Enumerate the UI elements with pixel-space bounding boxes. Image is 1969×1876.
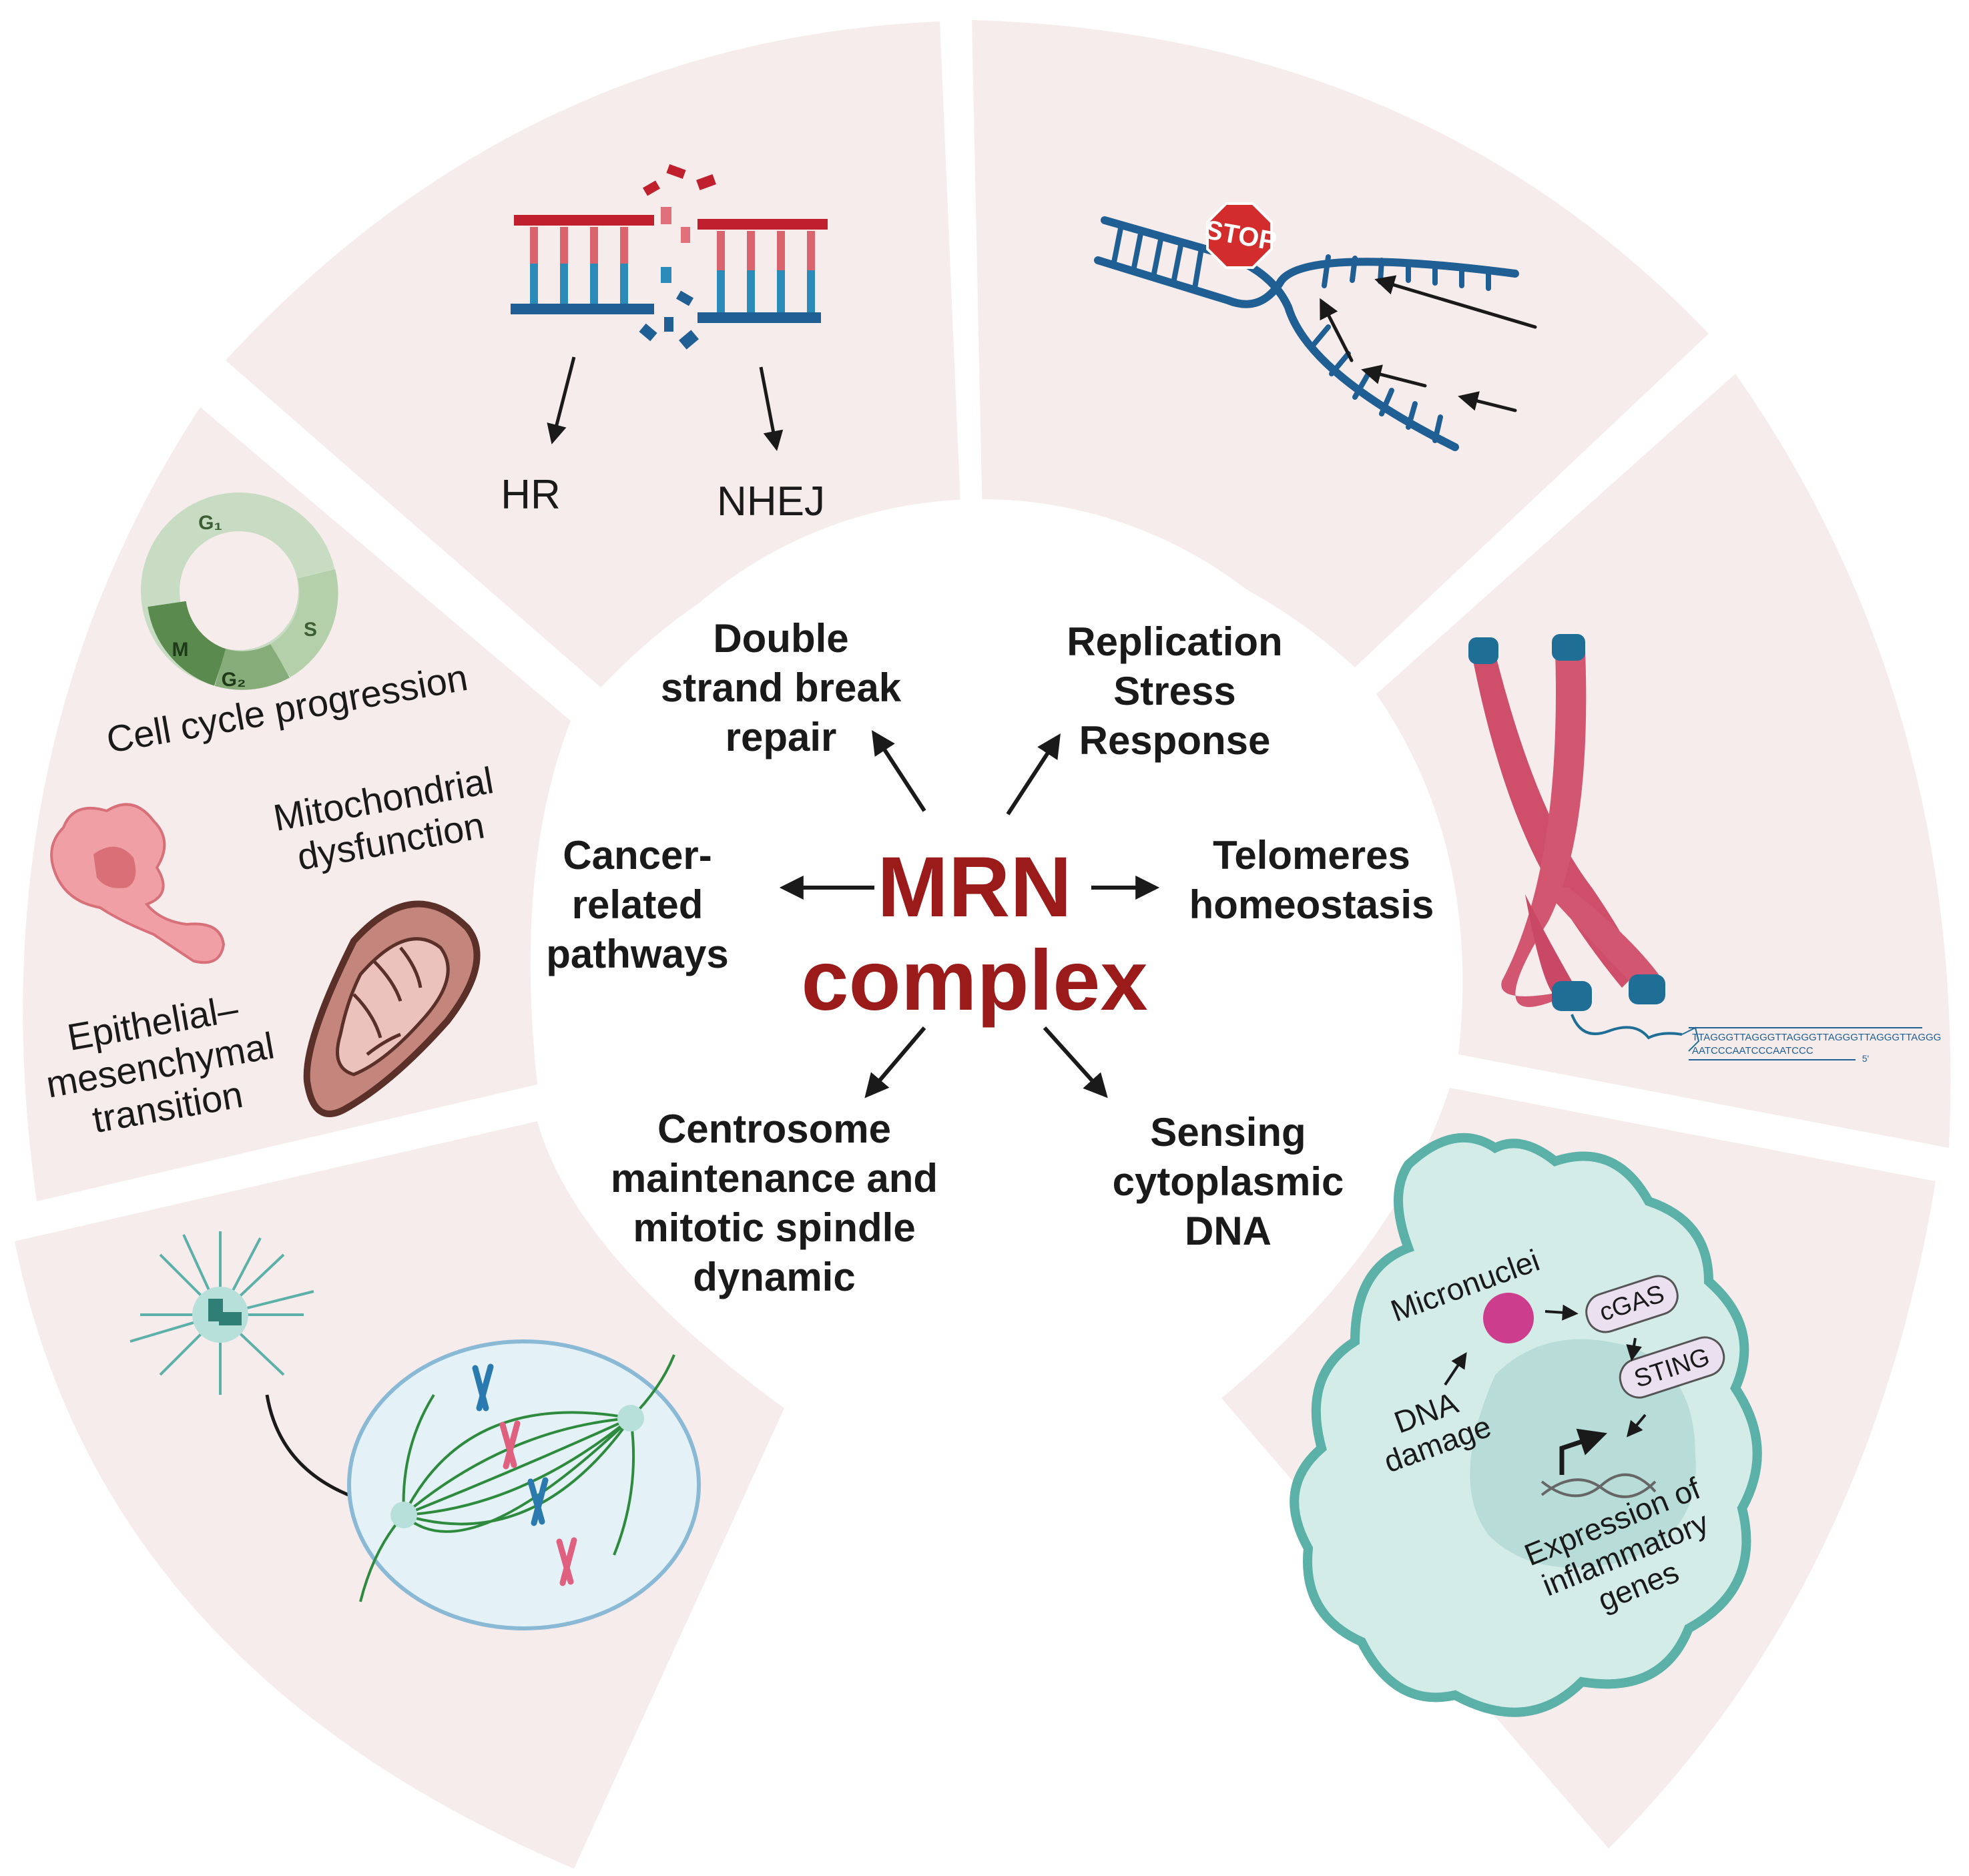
phase-g2: G₂ <box>221 669 246 691</box>
label-cen-line-4: dynamic <box>693 1255 856 1299</box>
hr-label: HR <box>501 472 561 518</box>
emt-cell <box>50 803 226 964</box>
label-tel-line-1: Telomeres <box>1213 833 1410 878</box>
centrosome-illustration <box>129 1231 701 1630</box>
label-dsb-line-3: repair <box>725 715 837 759</box>
label-cytoplasmic-dna: Sensing cytoplasmic DNA <box>1095 1108 1362 1256</box>
label-cen-line-3: mitotic spindle <box>633 1205 916 1250</box>
dsb-illustration <box>511 164 828 451</box>
sector-replication-stress <box>972 20 1709 667</box>
replication-illustration <box>1094 202 1537 451</box>
telomere-seq-top: TTAGGGTTAGGGTTAGGGTTAGGGTTAGGGTTAGGG <box>1692 1032 1942 1043</box>
label-replication-stress: Replication Stress Response <box>1041 617 1308 765</box>
sector-dsb-repair <box>226 21 961 687</box>
label-can-line-1: Cancer- <box>563 833 712 878</box>
arrow-to-replication <box>1006 733 1061 816</box>
label-cyto-line-3: DNA <box>1185 1209 1272 1253</box>
label-telomeres: Telomeres homeostasis <box>1171 831 1452 930</box>
label-can-line-3: pathways <box>546 932 729 976</box>
label-cen-line-2: maintenance and <box>610 1156 938 1201</box>
telomere-seq-bottom: AATCCCAATCCCAATCCC <box>1692 1045 1813 1056</box>
label-cyto-line-1: Sensing <box>1150 1110 1306 1155</box>
arrow-to-cytoplasmic <box>1043 1026 1108 1099</box>
cell-cycle-ring <box>141 493 338 690</box>
label-cancer-pathways: Cancer- related pathways <box>531 831 744 979</box>
label-centrosome: Centrosome maintenance and mitotic spind… <box>587 1105 961 1302</box>
center-arrows <box>779 729 1160 1099</box>
chromosome-illustration <box>1468 634 1922 1060</box>
cell-illustration <box>1290 1133 1762 1717</box>
cancer-illustrations <box>50 493 481 1117</box>
label-dsb-line-1: Double <box>713 616 849 661</box>
label-rep-line-2: Stress <box>1113 669 1236 713</box>
mitochondrion <box>303 900 481 1117</box>
five-prime-label: 5' <box>1862 1053 1870 1064</box>
arrow-to-centrosome <box>864 1026 926 1099</box>
arrow-to-dsb <box>872 729 926 812</box>
label-cen-line-1: Centrosome <box>657 1107 892 1151</box>
nhej-label: NHEJ <box>717 479 825 525</box>
label-dsb-line-2: strand break <box>660 665 902 710</box>
label-tel-line-2: homeostasis <box>1189 882 1434 927</box>
label-rep-line-1: Replication <box>1067 619 1283 664</box>
stop-sign <box>1206 202 1273 269</box>
label-can-line-2: related <box>571 882 704 927</box>
label-cyto-line-2: cytoplasmic <box>1112 1159 1344 1204</box>
label-rep-line-3: Response <box>1079 718 1271 763</box>
mrn-complex-title: MRN complex <box>761 841 1188 1028</box>
phase-s: S <box>303 619 317 641</box>
phase-m: M <box>172 639 189 661</box>
title-line-1: MRN <box>877 840 1072 935</box>
title-line-2: complex <box>801 933 1148 1028</box>
phase-g1: G₁ <box>198 512 222 534</box>
label-dsb-repair: Double strand break repair <box>641 614 921 762</box>
